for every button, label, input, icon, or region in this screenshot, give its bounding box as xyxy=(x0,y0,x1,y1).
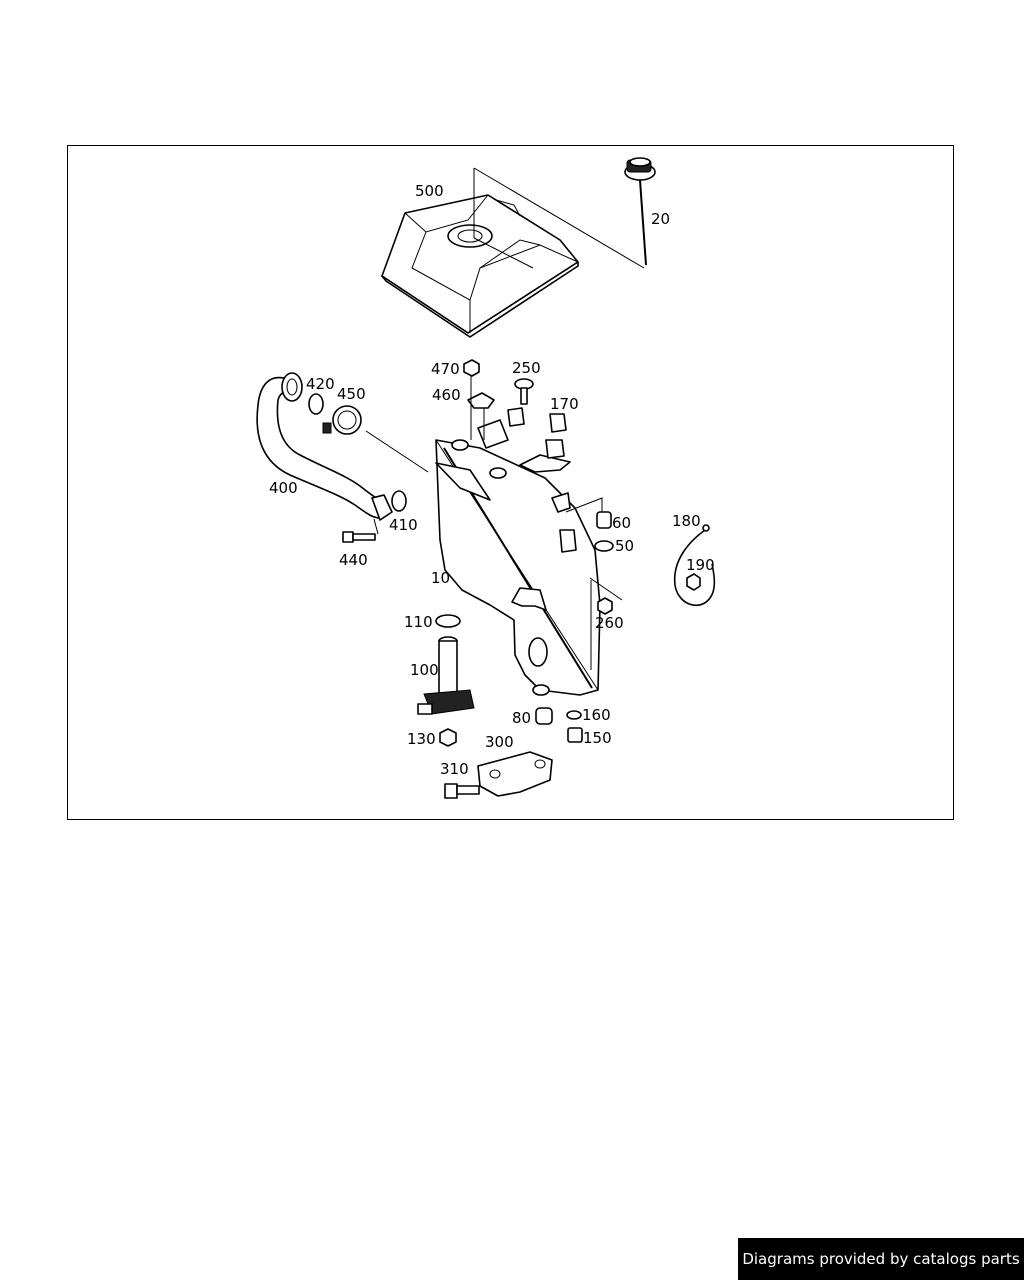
part-130-nut[interactable] xyxy=(439,728,457,747)
callout-130: 130 xyxy=(407,730,436,748)
part-160-ring[interactable] xyxy=(566,710,582,720)
callout-150: 150 xyxy=(583,729,612,747)
credit-footer: Diagrams provided by catalogs parts xyxy=(738,1238,1024,1280)
part-50-ring[interactable] xyxy=(594,540,614,552)
part-470-nut[interactable] xyxy=(463,359,480,377)
callout-260: 260 xyxy=(595,614,624,632)
part-410-ring[interactable] xyxy=(391,490,407,512)
callout-450: 450 xyxy=(337,385,366,403)
callout-310: 310 xyxy=(440,760,469,778)
part-80-grommet[interactable] xyxy=(535,707,553,725)
part-190-nut[interactable] xyxy=(686,573,701,591)
part-110-ring[interactable] xyxy=(435,614,461,628)
callout-160: 160 xyxy=(582,706,611,724)
part-460-bracket[interactable] xyxy=(467,392,495,409)
part-300-bracket[interactable] xyxy=(477,751,553,797)
part-100-sensor[interactable] xyxy=(417,636,475,715)
part-150-plug[interactable] xyxy=(567,727,583,743)
part-500-cover[interactable] xyxy=(381,194,579,338)
part-170-clips[interactable] xyxy=(477,407,567,459)
part-250-screw[interactable] xyxy=(514,378,534,405)
callout-470: 470 xyxy=(431,360,460,378)
callout-420: 420 xyxy=(306,375,335,393)
callout-410: 410 xyxy=(389,516,418,534)
part-10-reservoir[interactable] xyxy=(435,439,601,696)
callout-180: 180 xyxy=(672,512,701,530)
callout-50: 50 xyxy=(615,537,634,555)
part-420-ring[interactable] xyxy=(308,393,324,415)
part-60-grommet[interactable] xyxy=(596,511,612,529)
callout-190: 190 xyxy=(686,556,715,574)
callout-170: 170 xyxy=(550,395,579,413)
callout-500: 500 xyxy=(415,182,444,200)
callout-100: 100 xyxy=(410,661,439,679)
callout-20: 20 xyxy=(651,210,670,228)
callout-110: 110 xyxy=(404,613,433,631)
part-400-hose[interactable] xyxy=(256,372,393,521)
callout-460: 460 xyxy=(432,386,461,404)
part-260-nut[interactable] xyxy=(597,597,613,615)
callout-440: 440 xyxy=(339,551,368,569)
part-450-clamp[interactable] xyxy=(322,405,362,435)
part-180-wire[interactable] xyxy=(673,524,716,607)
callout-300: 300 xyxy=(485,733,514,751)
part-310-bolt[interactable] xyxy=(444,783,480,799)
callout-10: 10 xyxy=(431,569,450,587)
callout-80: 80 xyxy=(512,709,531,727)
callout-400: 400 xyxy=(269,479,298,497)
callout-60: 60 xyxy=(612,514,631,532)
callout-250: 250 xyxy=(512,359,541,377)
part-20-dipstick[interactable] xyxy=(624,157,656,266)
part-440-bolt[interactable] xyxy=(342,531,376,543)
